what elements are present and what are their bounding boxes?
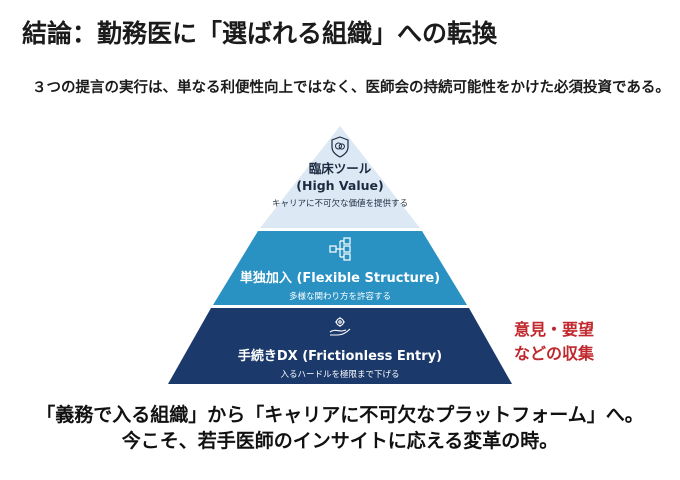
tier-top-sublabel: (High Value) <box>296 178 384 193</box>
tier-bottom-label: 手続きDX (Frictionless Entry) <box>237 349 443 364</box>
tier-top-label: 臨床ツール <box>308 161 372 176</box>
hierarchy-icon <box>329 237 351 261</box>
side-note-line2: などの収集 <box>514 344 595 363</box>
pyramid-tier-top <box>260 126 420 228</box>
conclusion-line2: 今こそ、若手医師のインサイトに応える変革の時。 <box>121 430 559 452</box>
pyramid-top-text: 臨床ツール (High Value) キャリアに不可欠な価値を提供する <box>240 160 440 209</box>
tier-middle-desc: 多様な関わり方を許容する <box>288 292 391 302</box>
conclusion-line1: 「義務で入る組織」から「キャリアに不可欠なプラットフォーム」へ。 <box>36 404 644 426</box>
tier-bottom-desc: 入るハードルを極限まで下げる <box>280 370 400 380</box>
pyramid-tier-bottom <box>168 308 512 384</box>
page-title: 結論：勤務医に「選ばれる組織」への転換 <box>22 19 498 48</box>
shield-brain-icon <box>331 136 349 158</box>
page-subtitle: ３つの提言の実行は、単なる利便性向上ではなく、医師会の持続可能性をかけた必須投資… <box>32 80 670 96</box>
tier-middle-label: 単独加入 (Flexible Structure) <box>239 271 441 286</box>
pyramid-tier-middle <box>213 231 467 305</box>
side-note: 意見・要望 などの収集 <box>514 318 594 366</box>
pyramid-bottom-text: 手続きDX (Frictionless Entry) 入るハードルを極限まで下げ… <box>190 345 490 380</box>
hand-gear-icon <box>329 317 351 336</box>
side-note-line1: 意見・要望 <box>514 320 595 339</box>
pyramid-middle-text: 単独加入 (Flexible Structure) 多様な関わり方を許容する <box>200 267 480 302</box>
tier-top-desc: キャリアに不可欠な価値を提供する <box>271 199 408 209</box>
